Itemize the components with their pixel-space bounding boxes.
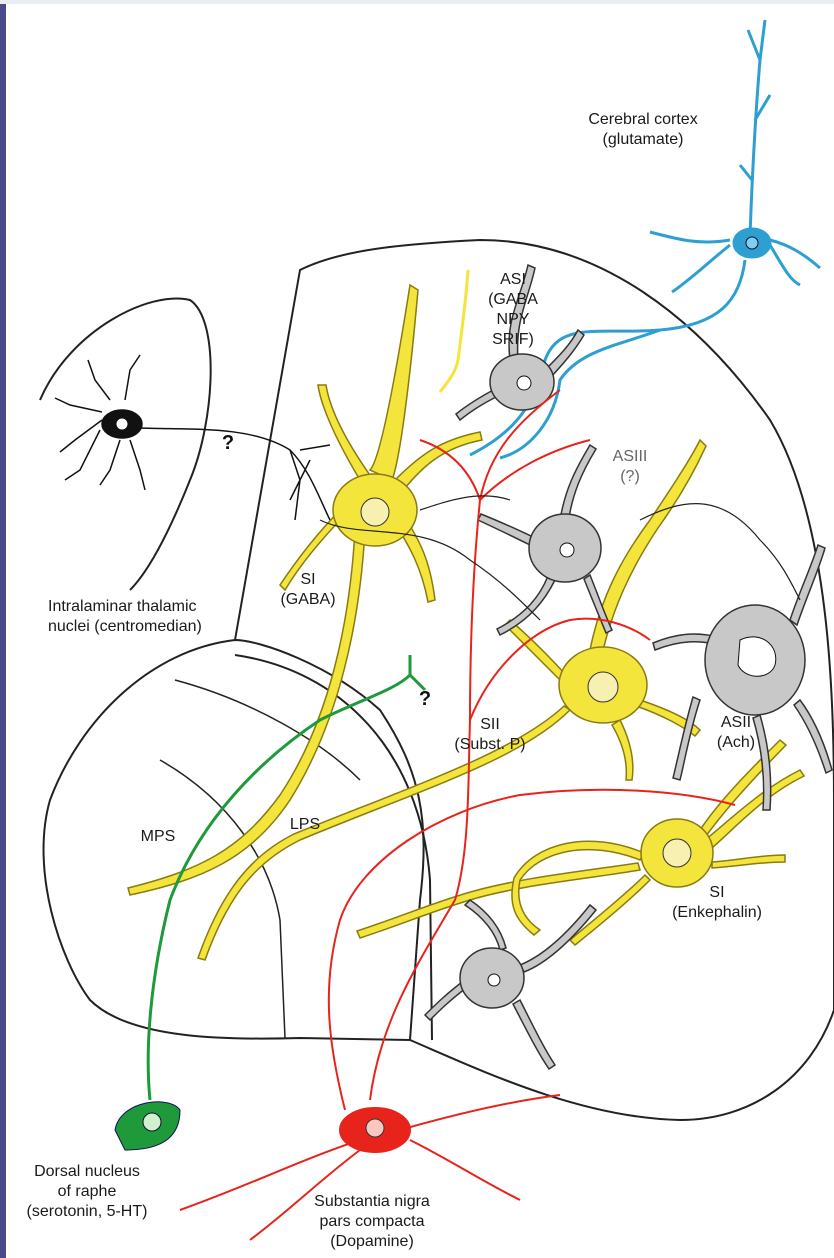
lps-label: LPS [290, 815, 320, 835]
si-enkephalin-nucleus [663, 839, 691, 867]
lower-interneuron-nucleus [488, 974, 500, 986]
thalamus-outline [40, 298, 211, 590]
si-gaba-nucleus [361, 498, 389, 526]
raphe-question-mark: ? [419, 688, 431, 711]
asi-nucleus [517, 376, 531, 390]
thalamic-label: Intralaminar thalamic nuclei (centromedi… [48, 597, 202, 637]
si-enkephalin-label: SI (Enkephalin) [672, 883, 762, 923]
mps-lps-divider [160, 760, 285, 1038]
raphe-label: Dorsal nucleus of raphe (serotonin, 5-HT… [27, 1162, 148, 1222]
asi-dendrite-yellow [440, 270, 468, 392]
sii-nucleus [588, 672, 618, 702]
asiii-neuron [478, 445, 612, 635]
asii-neuron [653, 545, 832, 810]
mps-label: MPS [141, 827, 176, 847]
dopamine-neuron-nucleus [366, 1119, 384, 1137]
thalamic-question-mark: ? [222, 432, 234, 455]
asi-label: ASI (GABA NPY SRIF) [488, 270, 538, 350]
lower-interneuron [425, 900, 596, 1069]
asiii-label: ASIII (?) [613, 447, 648, 487]
si-gaba-label: SI (GABA) [280, 570, 335, 610]
cortex-label: Cerebral cortex (glutamate) [588, 110, 697, 150]
sii-label: SII (Subst. P) [454, 715, 525, 755]
cortex-neuron-nucleus [746, 237, 758, 249]
nigra-label: Substantia nigra pars compacta (Dopamine… [314, 1192, 430, 1252]
asii-label: ASII (Ach) [717, 713, 755, 753]
thalamic-neuron [55, 355, 330, 520]
thalamic-neuron-nucleus [116, 418, 128, 430]
asiii-nucleus [560, 543, 574, 557]
serotonin-neuron-nucleus [143, 1113, 161, 1131]
sii-neuron [198, 440, 706, 960]
